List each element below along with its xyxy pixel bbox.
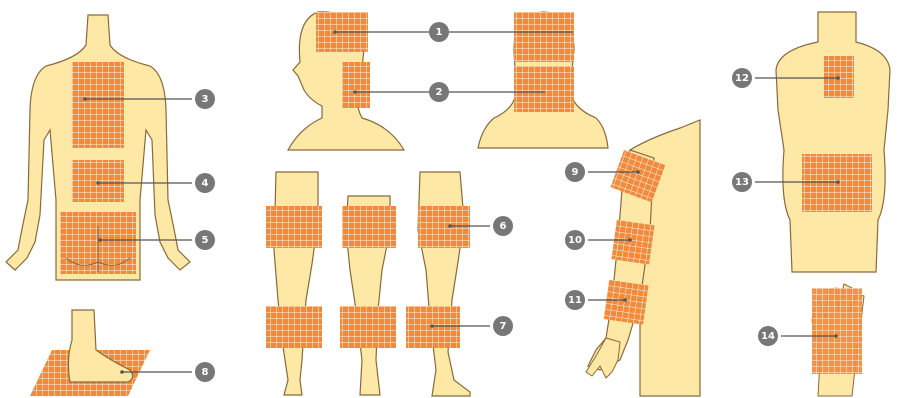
palm-grid xyxy=(812,288,862,374)
callout-7: 7 xyxy=(493,316,513,336)
leader-end-5 xyxy=(98,238,102,242)
leader-end-6 xyxy=(448,224,452,228)
callout-2: 2 xyxy=(429,82,449,102)
callout-number-10: 10 xyxy=(568,235,582,246)
callout-3: 3 xyxy=(195,89,215,109)
callout-5: 5 xyxy=(195,230,215,250)
calf-grid-back xyxy=(340,306,396,348)
chest-body xyxy=(776,12,890,272)
callout-number-13: 13 xyxy=(735,177,749,188)
callout-12: 12 xyxy=(732,68,752,88)
lower-back-grid xyxy=(72,160,124,202)
callout-number-14: 14 xyxy=(761,331,775,342)
leader-end-11 xyxy=(623,298,627,302)
head-back-neck-grid xyxy=(514,66,574,112)
forearm-grid xyxy=(603,279,648,324)
callout-number-8: 8 xyxy=(202,367,209,378)
leader-end-7 xyxy=(430,324,434,328)
callout-number-9: 9 xyxy=(572,167,579,178)
leader-end-9 xyxy=(636,170,640,174)
calf-grid-front xyxy=(266,306,322,348)
callout-13: 13 xyxy=(732,172,752,192)
arm-figure xyxy=(586,120,700,396)
callout-number-2: 2 xyxy=(436,87,443,98)
callout-number-11: 11 xyxy=(568,295,582,306)
palm-figure xyxy=(812,284,864,396)
thigh-grid-side xyxy=(418,206,470,248)
upper-back-grid xyxy=(72,62,124,148)
head-back-scalp-grid xyxy=(514,12,574,62)
callout-number-12: 12 xyxy=(735,73,749,84)
thigh-grid-back xyxy=(342,206,396,248)
leader-end-2 xyxy=(353,90,357,94)
foot-figure xyxy=(30,310,150,396)
leader-end-1 xyxy=(333,30,337,34)
leader-end-4 xyxy=(96,181,100,185)
callout-number-3: 3 xyxy=(202,94,209,105)
leader-end-8 xyxy=(120,370,124,374)
callout-6: 6 xyxy=(493,216,513,236)
leader-end-14 xyxy=(834,334,838,338)
leg-side xyxy=(418,172,470,396)
callout-1: 1 xyxy=(429,22,449,42)
leader-end-10 xyxy=(628,238,632,242)
leader-end-12 xyxy=(836,76,840,80)
callout-number-7: 7 xyxy=(500,321,507,332)
callout-number-5: 5 xyxy=(202,235,209,246)
leader-end-3 xyxy=(83,97,87,101)
head-side-neck-grid xyxy=(342,62,370,108)
callout-number-6: 6 xyxy=(500,221,507,232)
leader-end-13 xyxy=(836,180,840,184)
callout-9: 9 xyxy=(565,162,585,182)
leg-front xyxy=(274,172,318,395)
callout-number-4: 4 xyxy=(202,178,209,189)
callout-10: 10 xyxy=(565,230,585,250)
hand-shape xyxy=(586,338,620,378)
thigh-grid-front xyxy=(266,206,322,248)
callout-8: 8 xyxy=(195,362,215,382)
chest-figure xyxy=(776,12,890,272)
legs-figure xyxy=(266,172,470,396)
callout-number-1: 1 xyxy=(436,27,443,38)
callout-14: 14 xyxy=(758,326,778,346)
upper-arm-grid xyxy=(611,220,654,265)
callout-4: 4 xyxy=(195,173,215,193)
callout-11: 11 xyxy=(565,290,585,310)
